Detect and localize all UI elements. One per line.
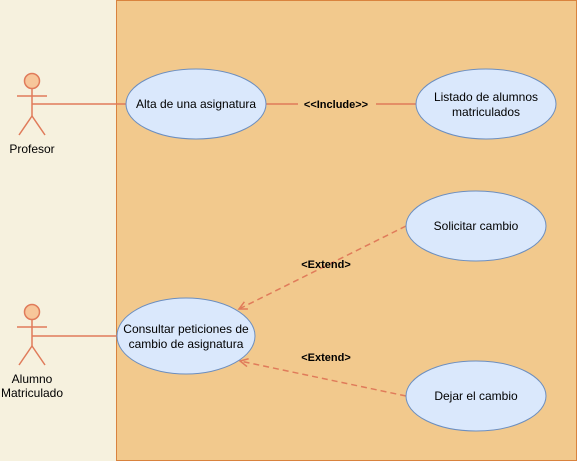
use-case-consultar[interactable]: Consultar peticiones de cambio de asigna…	[116, 297, 256, 375]
use-case-dejar[interactable]: Dejar el cambio	[405, 360, 547, 432]
actor-alumno-icon[interactable]	[17, 303, 47, 366]
actor-alumno-label-1: Alumno	[12, 372, 53, 386]
actor-profesor-icon[interactable]	[17, 72, 47, 136]
use-case-solicitar-label: Solicitar cambio	[434, 219, 519, 233]
use-case-consultar-label-2: cambio de asignatura	[129, 337, 244, 351]
include-label: <<Include>>	[304, 99, 368, 111]
extend-arrow-dejar[interactable]	[238, 358, 407, 397]
actor-alumno-label-2: Matriculado	[1, 386, 63, 400]
use-case-consultar-label-1: Consultar peticiones de	[123, 322, 249, 336]
use-case-solicitar[interactable]: Solicitar cambio	[405, 190, 547, 262]
use-case-dejar-label: Dejar el cambio	[434, 389, 518, 403]
actor-profesor-label: Profesor	[9, 142, 54, 156]
extend-label-bottom: <Extend>	[301, 352, 351, 364]
use-case-listado-label-1: Listado de alumnos	[434, 90, 538, 104]
use-case-alta[interactable]: Alta de una asignatura	[125, 68, 267, 140]
use-case-alta-label: Alta de una asignatura	[136, 97, 256, 111]
use-case-listado[interactable]: Listado de alumnos matriculados	[415, 68, 557, 140]
use-case-listado-label-2: matriculados	[452, 105, 520, 119]
extend-arrow-solicitar[interactable]	[237, 225, 407, 310]
extend-label-top: <Extend>	[301, 259, 351, 271]
